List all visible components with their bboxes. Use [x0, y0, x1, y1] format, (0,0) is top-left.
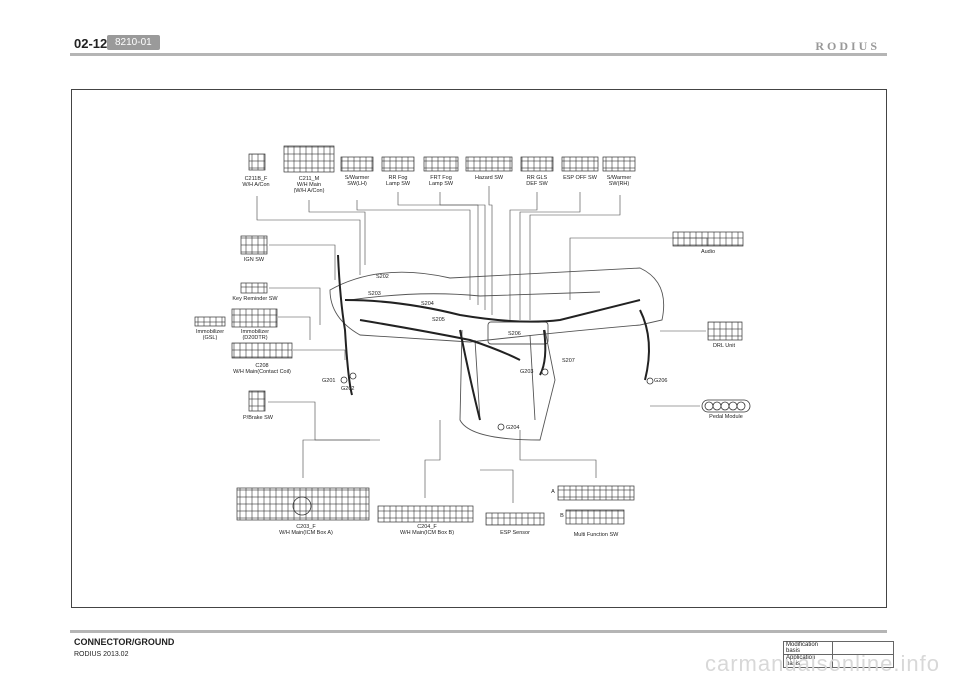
leader-lines [256, 186, 708, 503]
header-rule [70, 53, 887, 56]
label-pbrake-sw: P/Brake SW [243, 415, 273, 421]
label-drl-unit: DRL Unit [712, 343, 736, 349]
harness-bundles [337, 254, 650, 421]
section-code-badge: 8210-01 [107, 35, 160, 50]
pedal-module-connector [701, 399, 751, 413]
label-s203: S203 [368, 291, 381, 297]
top-connectors [194, 145, 744, 526]
label-s204: S204 [421, 301, 434, 307]
label-esp-off-sw: ESP OFF SW [563, 175, 597, 181]
label-g206: G206 [654, 378, 668, 384]
ground-points [340, 368, 654, 431]
label-pedal-module: Pedal Module [709, 414, 743, 420]
label-g204: G204 [506, 425, 520, 431]
label-hazard-sw: Hazard SW [474, 175, 504, 181]
model-year: RODIUS 2013.02 [74, 651, 129, 658]
label-s205: S205 [432, 317, 445, 323]
modification-table: Modification basis Application basis [783, 641, 894, 668]
label-s206: S206 [508, 331, 521, 337]
label-key-reminder-sw: Key Reminder SW [232, 296, 278, 302]
watermark: carmanualsonline.info [704, 651, 940, 676]
icm-fuse-socket [292, 496, 312, 516]
label-multi-function-sw: Multi Function SW [573, 532, 619, 538]
label-ign-sw: IGN SW [243, 257, 265, 263]
label-immobilizer-d20dtr: Immobilizer(D20DTR) [240, 329, 270, 341]
label-g202: G202 [341, 386, 355, 392]
label-g201: G201 [322, 378, 336, 384]
label-s207: S207 [562, 358, 575, 364]
section-title: CONNECTOR/GROUND [74, 637, 175, 647]
diagram-frame [71, 89, 887, 608]
label-multi-b: B [560, 513, 564, 519]
label-esp-sensor: ESP Sensor [500, 530, 530, 536]
page-number: 02-12 [74, 36, 108, 51]
label-immobilizer-gsl: Immobilizer(GSL) [195, 329, 225, 341]
brand-logo: RODIUS [815, 39, 880, 53]
label-multi-a: A [551, 489, 555, 495]
label-s202: S202 [376, 274, 389, 280]
label-audio: Audio [700, 249, 716, 255]
footer-rule [70, 630, 887, 633]
label-g203: G203 [520, 369, 534, 375]
